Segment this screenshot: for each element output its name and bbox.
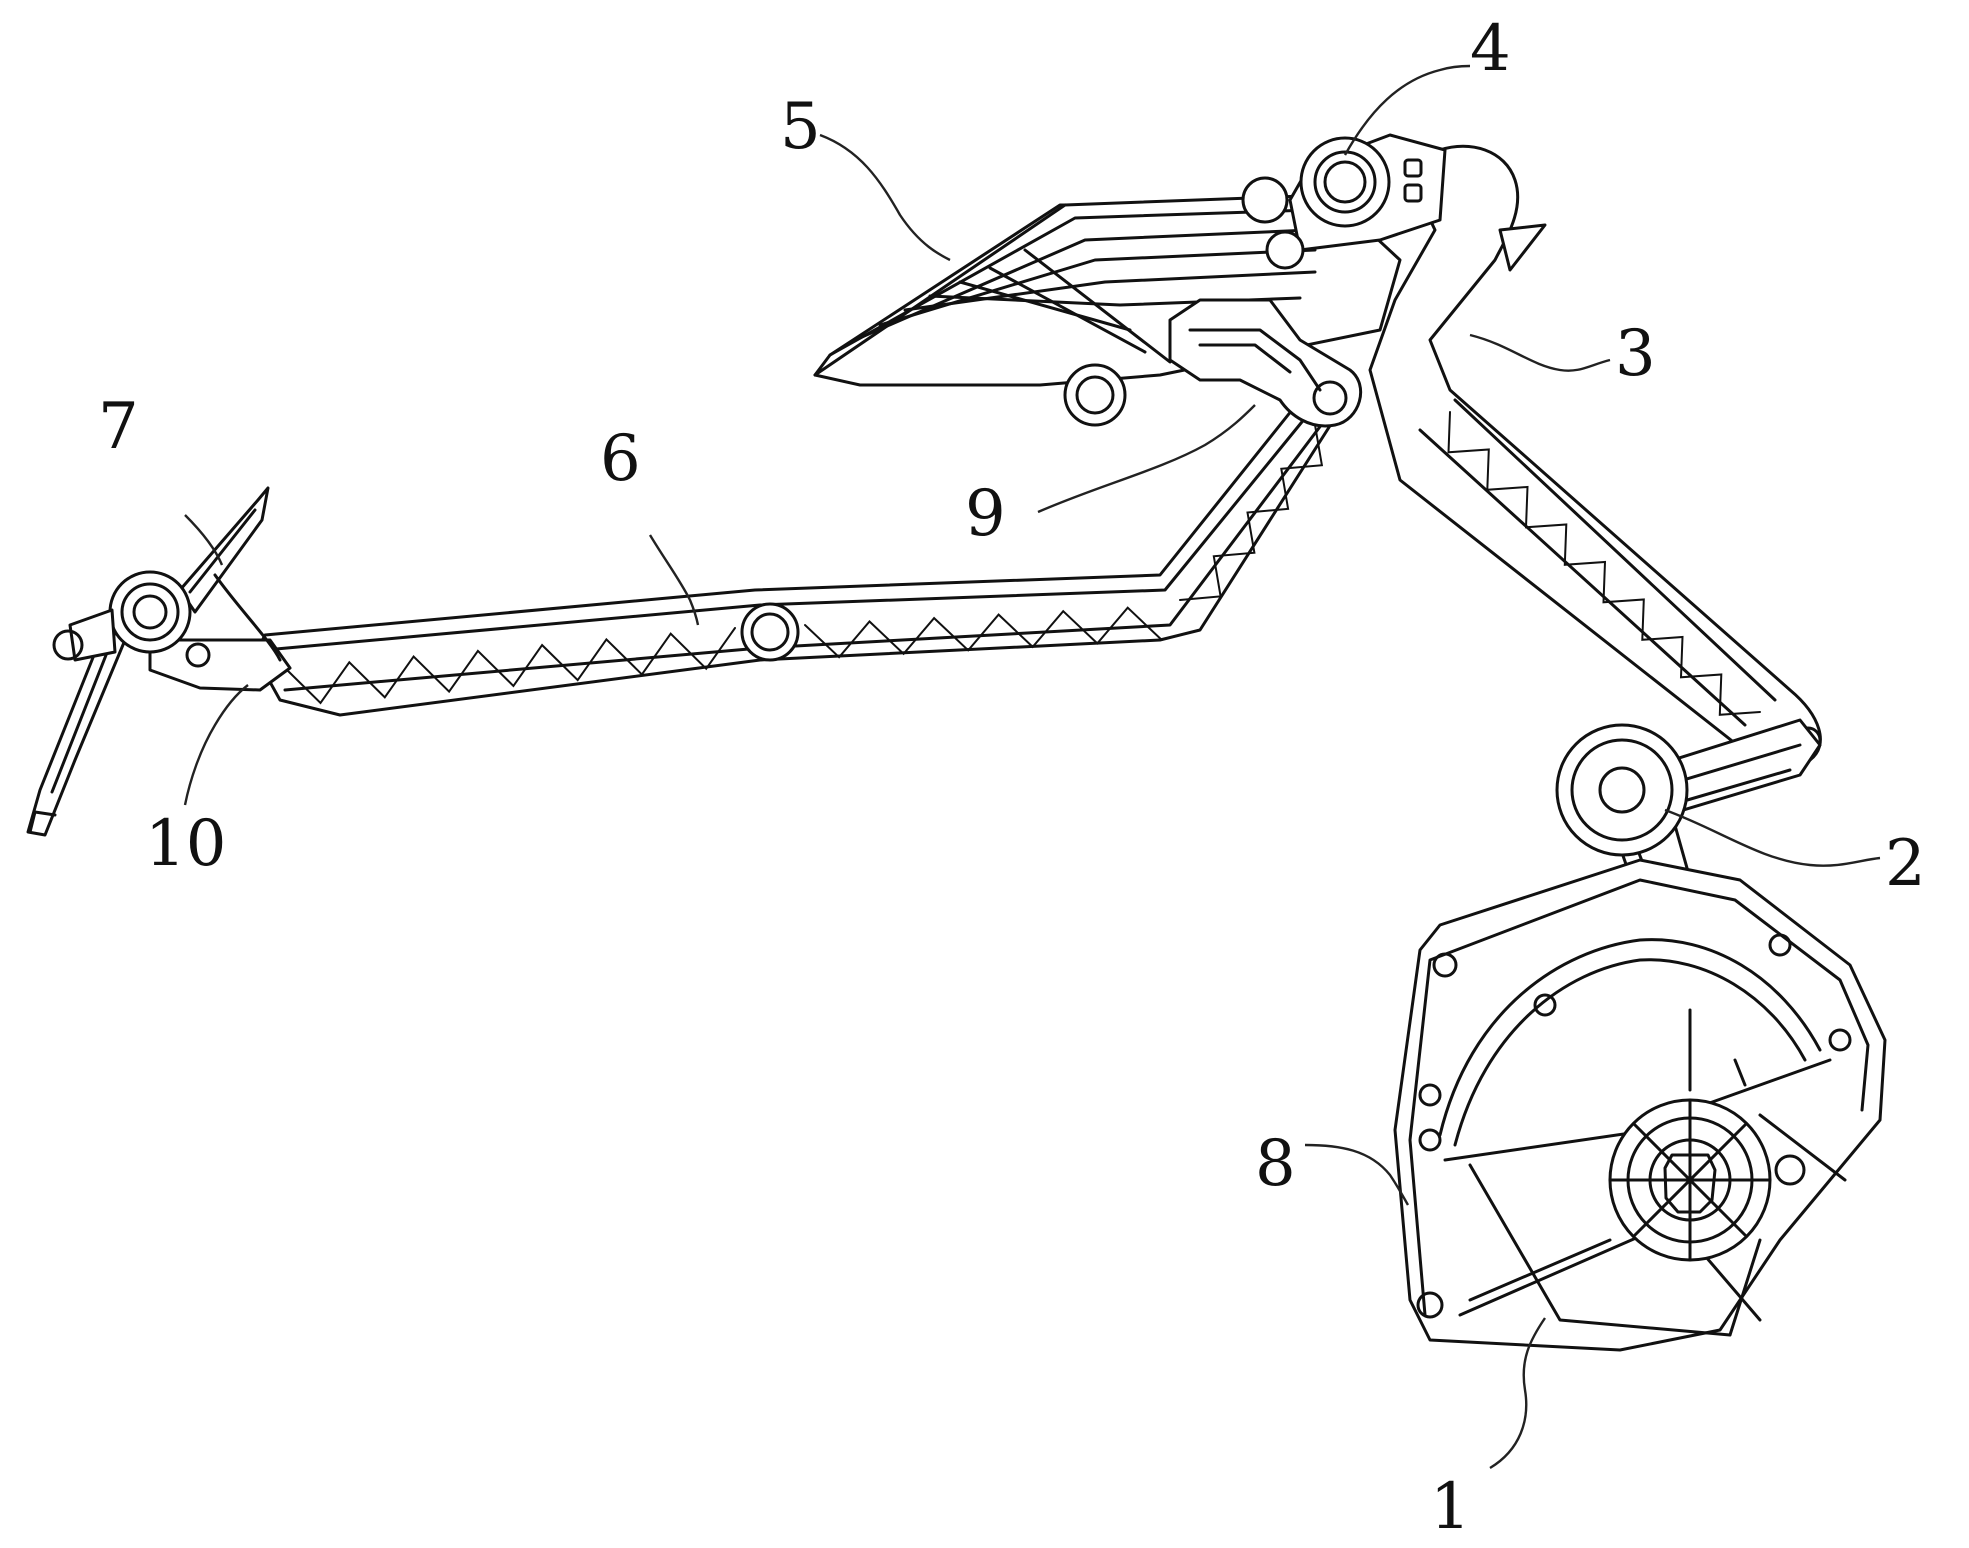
leader-5 bbox=[819, 133, 951, 262]
part-label-4: 4 bbox=[1470, 12, 1511, 86]
leader-4 bbox=[1343, 64, 1471, 156]
base-plate bbox=[1443, 1008, 1847, 1337]
part-labels: 1 2 3 4 5 6 7 8 9 10 bbox=[98, 12, 1926, 1544]
leader-6 bbox=[648, 534, 700, 626]
part-label-9: 9 bbox=[965, 477, 1006, 551]
part-label-7: 7 bbox=[98, 390, 139, 464]
upper-pivot bbox=[1241, 133, 1447, 270]
part-label-6: 6 bbox=[600, 422, 641, 496]
rocker-arm bbox=[1368, 144, 1822, 770]
truss-link bbox=[253, 398, 1342, 717]
part-label-3: 3 bbox=[1615, 317, 1656, 391]
leader-8 bbox=[1304, 1143, 1410, 1206]
part-label-8: 8 bbox=[1255, 1127, 1296, 1201]
part-label-1: 1 bbox=[1430, 1470, 1471, 1544]
guide-frame bbox=[1393, 858, 1887, 1352]
leader-3 bbox=[1469, 333, 1611, 372]
leader-lines bbox=[183, 64, 1881, 1470]
part-label-10: 10 bbox=[145, 807, 226, 881]
slot-bracket bbox=[1063, 298, 1363, 428]
leader-9 bbox=[1037, 404, 1256, 514]
leader-10 bbox=[183, 684, 249, 806]
leader-2 bbox=[1664, 808, 1881, 867]
part-label-5: 5 bbox=[780, 90, 821, 164]
leader-7 bbox=[184, 514, 224, 566]
leader-1 bbox=[1489, 1317, 1546, 1470]
part-label-2: 2 bbox=[1885, 827, 1926, 901]
end-hinge bbox=[52, 570, 292, 692]
